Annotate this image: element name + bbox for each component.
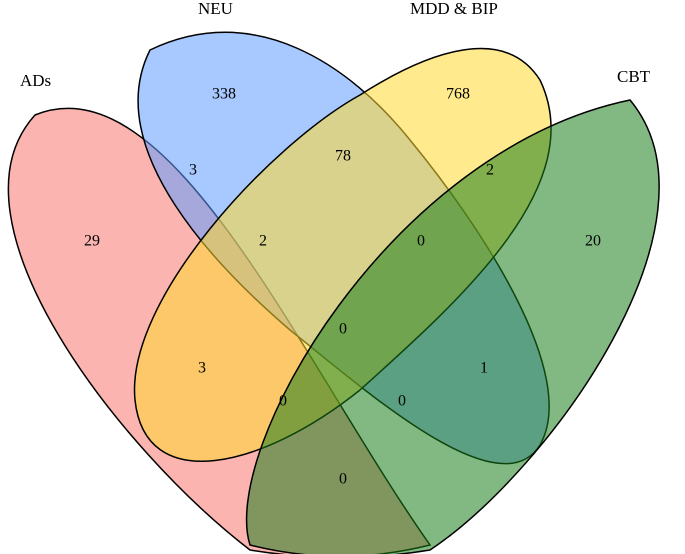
count-neu-mdd-bip: 78: [335, 148, 351, 165]
ellipse-cbt: [245, 99, 660, 554]
set-labels: ADs NEU MDD & BIP CBT: [20, 0, 651, 90]
count-mdd-bip-only: 768: [446, 86, 470, 103]
count-all-four: 0: [339, 321, 347, 338]
count-neu-only: 338: [212, 86, 236, 103]
count-ads-mdd-bip-cbt: 0: [279, 393, 287, 410]
count-ads-neu-cbt: 0: [398, 393, 406, 410]
count-cbt-only: 20: [585, 233, 601, 250]
count-ads-neu-mdd-bip: 2: [259, 233, 267, 250]
count-neu-cbt: 1: [480, 360, 488, 377]
count-ads-mdd-bip: 3: [198, 360, 206, 377]
set-label-mdd-bip: MDD & BIP: [410, 0, 498, 18]
region-counts: 29 338 768 20 3 78 2 2 0 0 3 1 0 0 0: [84, 86, 601, 488]
count-ads-cbt: 0: [339, 471, 347, 488]
count-mdd-bip-cbt: 2: [486, 162, 494, 179]
count-neu-mdd-bip-cbt: 0: [417, 233, 425, 250]
set-label-ads: ADs: [20, 71, 51, 90]
set-label-cbt: CBT: [617, 67, 651, 86]
set-label-neu: NEU: [198, 0, 233, 18]
count-ads-only: 29: [84, 233, 100, 250]
count-ads-neu: 3: [189, 162, 197, 179]
set-ellipses: [7, 31, 660, 554]
